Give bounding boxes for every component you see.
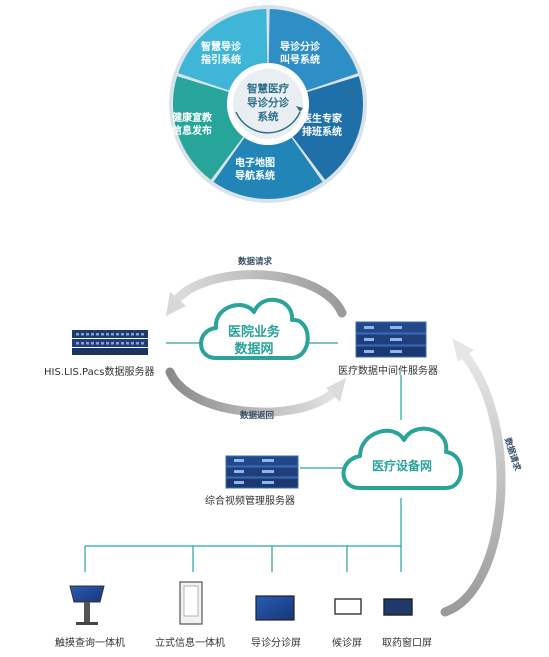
port-dot (116, 333, 119, 336)
port-dot (106, 342, 109, 345)
segment-map-line-2: 导航系统 (235, 169, 275, 182)
port-dot (131, 342, 134, 345)
device-label-kiosk: 触摸查询一体机 (55, 638, 125, 649)
port-dot (91, 342, 94, 345)
port-dot (111, 342, 114, 345)
pharmacy-screen-icon (383, 598, 413, 616)
segment-guide-line-1: 智慧导诊 (201, 40, 242, 53)
segment-queue-slice (268, 9, 358, 91)
device-label-standing: 立式信息一体机 (155, 638, 225, 649)
segment-health-line-1: 健康宣教 (172, 111, 213, 124)
port-dot (96, 342, 99, 345)
arrow-top-head-icon (166, 292, 186, 316)
port-dot (126, 333, 129, 336)
port-dot (81, 342, 84, 345)
port-dot (76, 333, 79, 336)
port-dot (96, 333, 99, 336)
cloud-main: 医院业务 数据网 (199, 297, 310, 360)
port-dot (121, 342, 124, 345)
port-dot (101, 333, 104, 336)
arrow-right-head-icon (452, 338, 474, 362)
cloud-main-shape (199, 297, 310, 360)
port-dot (121, 333, 124, 336)
segment-queue-line-1: 导诊分诊 (280, 40, 321, 53)
wheel-center-arrow-icon (296, 106, 303, 112)
segment-health-slice (173, 76, 244, 180)
port-dot (86, 333, 89, 336)
kiosk-icon (69, 585, 105, 625)
wheel-center-line-3: 系统 (258, 110, 279, 123)
server-his-label: HIS.LIS.Pacs数据服务器 (44, 367, 155, 378)
port-dot (86, 342, 89, 345)
wheel-center-line-2: 导诊分诊 (247, 96, 289, 109)
cloud-device-label: 医疗设备网 (372, 458, 432, 473)
segment-map-slice (213, 137, 323, 200)
cloud-main-line-1: 医院业务 (228, 324, 281, 340)
device-label-guide: 导诊分诊屏 (251, 638, 301, 649)
cloud-main-line-2: 数据网 (234, 341, 273, 357)
segment-queue-line-2: 叫号系统 (280, 53, 320, 66)
arrow-bottom-arc (165, 367, 339, 417)
segment-guide-slice (178, 9, 268, 91)
arrow-right-arc (440, 347, 506, 617)
segment-schedule-line-2: 排班系统 (302, 125, 342, 138)
segment-schedule-line-1: 医生专家 (302, 112, 343, 125)
wheel-center (233, 69, 303, 139)
port-dot (81, 333, 84, 336)
segment-health-line-2: 信息发布 (172, 124, 212, 137)
wheel-center-arc (235, 111, 301, 134)
device-label-pharmacy: 取药窗口屏 (382, 638, 432, 649)
cloud-device-shape (341, 426, 463, 490)
arrow-top-arc (173, 270, 347, 318)
waiting-screen-icon (334, 598, 362, 615)
port-dot (131, 333, 134, 336)
standing-display-icon (179, 581, 203, 625)
port-dot (136, 333, 139, 336)
port-dot (106, 333, 109, 336)
server-middleware-icon (355, 321, 427, 358)
port-dot (101, 342, 104, 345)
port-dot (111, 333, 114, 336)
server-video-label: 综合视频管理服务器 (205, 496, 295, 507)
server-his-icon (72, 330, 148, 355)
wheel-center-line-1: 智慧医疗 (246, 82, 289, 95)
port-dot (141, 333, 144, 336)
server-video-icon (225, 455, 299, 489)
connection-lines (84, 342, 402, 572)
segment-schedule-slice (292, 76, 364, 180)
segment-guide-line-2: 指引系统 (201, 53, 241, 66)
arrow-bottom-head-icon (326, 378, 346, 402)
flow-arrows: 数据请求 数据返回 数据请求 (165, 256, 523, 617)
port-dot (141, 342, 144, 345)
cloud-device: 医疗设备网 (341, 426, 463, 490)
guide-screen-icon (255, 595, 295, 621)
wheel-diagram: 智慧医疗 导诊分诊 系统 智慧导诊 指引系统 导诊分诊 叫号系统 医生专家 排班… (169, 5, 367, 203)
arrow-top-label: 数据请求 (238, 256, 273, 267)
port-dot (116, 342, 119, 345)
port-dot (126, 342, 129, 345)
device-label-waiting: 候诊屏 (332, 638, 362, 649)
arrow-bottom-label: 数据返回 (240, 410, 274, 421)
port-dot (76, 342, 79, 345)
segment-map-line-1: 电子地图 (235, 156, 275, 169)
server-middleware-label: 医疗数据中间件服务器 (338, 366, 438, 377)
port-dot (136, 342, 139, 345)
port-dot (91, 333, 94, 336)
